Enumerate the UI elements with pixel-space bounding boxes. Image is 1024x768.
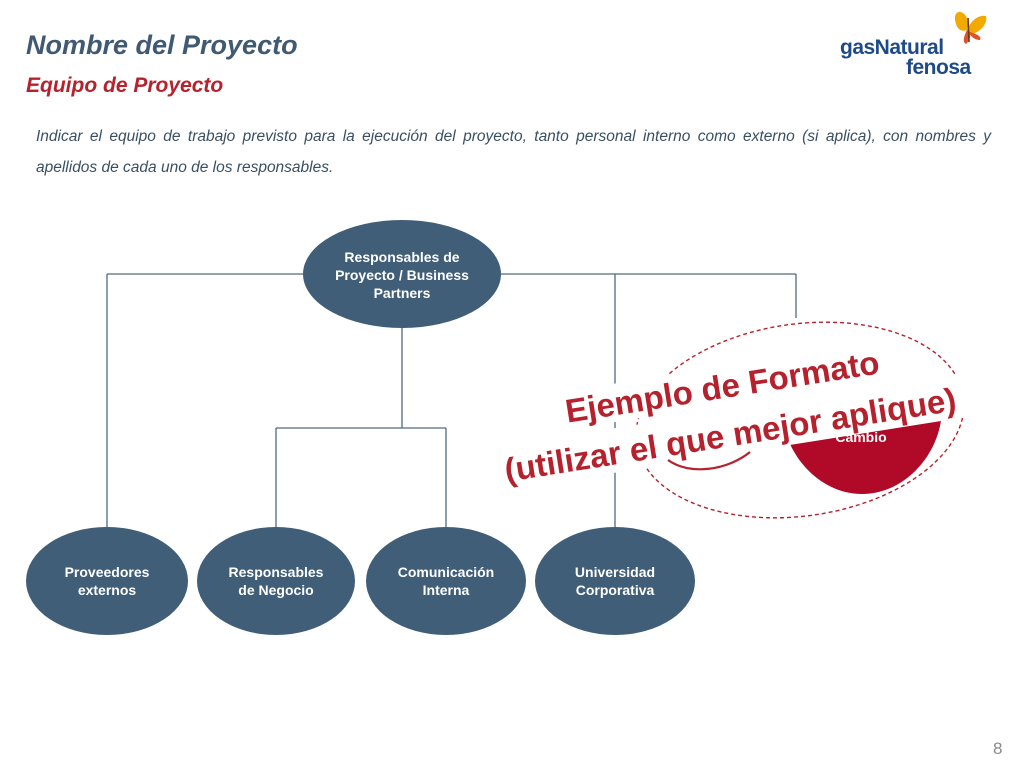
butterfly-icon [954,11,987,44]
logo-wordmark-top: gasNatural [840,36,944,59]
stamp-swoosh [667,451,751,471]
node-proveedores: Proveedores externos [26,527,188,635]
node-comunicacion-interna: Comunicación Interna [366,527,526,635]
stamp-backing-line-2 [499,373,969,490]
node-comunicacion-interna-label-line-2: Interna [423,582,470,598]
page-title: Nombre del Proyecto [26,30,298,60]
node-universidad-corporativa-shape [535,527,695,635]
stamp-white-backing [499,341,969,490]
node-proveedores-label-line-1: Proveedores [65,564,150,580]
root-node-label-line-1: Responsables de [344,249,459,265]
root-node: Responsables de Proyecto / Business Part… [303,220,501,328]
node-universidad-corporativa-label-line-1: Universidad [575,564,655,580]
company-logo: gasNatural fenosa [840,8,1000,79]
format-example-stamp: Ejemplo de Formato (utilizar el que mejo… [499,321,969,519]
root-node-label-line-2: Proyecto / Business [335,267,469,283]
node-universidad-corporativa-label-line-2: Corporativa [576,582,655,598]
node-proveedores-shape [26,527,188,635]
page-number: 8 [993,739,1003,758]
intro-text: Indicar el equipo de trabajo previsto pa… [36,128,991,176]
page-subtitle: Equipo de Proyecto [26,74,224,97]
root-node-label-line-3: Partners [374,285,431,301]
node-comunicacion-interna-label-line-1: Comunicación [398,564,494,580]
node-comunicacion-interna-shape [366,527,526,635]
root-node-shape [303,220,501,328]
logo-wordmark-bottom: fenosa [906,56,971,79]
node-responsables-negocio: Responsables de Negocio [197,527,355,635]
node-universidad-corporativa: Universidad Corporativa [535,527,695,635]
node-responsables-negocio-label-line-1: Responsables [229,564,324,580]
node-responsables-negocio-label-line-2: de Negocio [238,582,313,598]
node-responsables-negocio-shape [197,527,355,635]
node-proveedores-label-line-2: externos [78,582,137,598]
stamp-backing-line-1 [553,341,886,431]
